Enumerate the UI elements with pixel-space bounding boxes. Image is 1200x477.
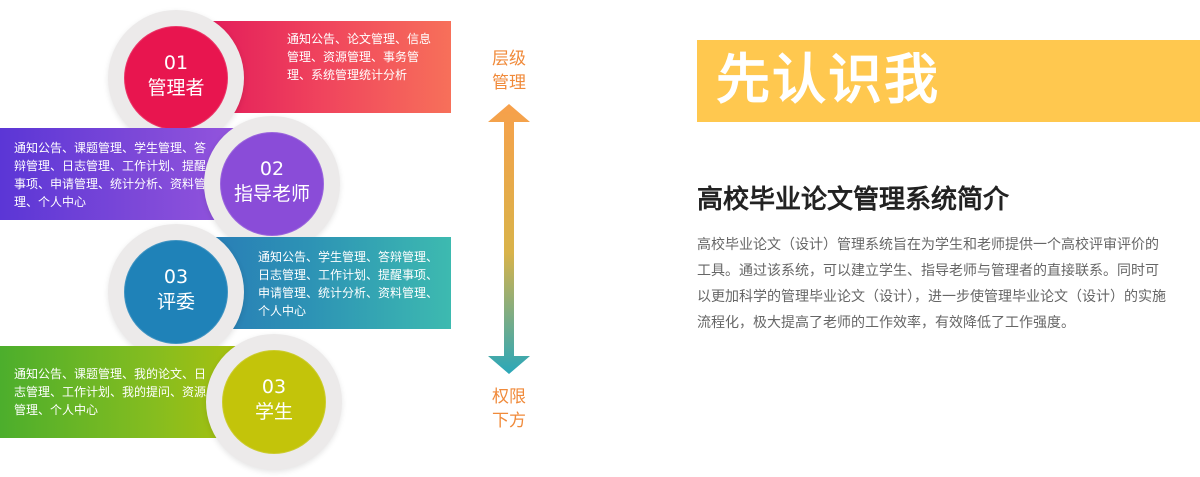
role-disc-manager: 01 管理者 bbox=[124, 26, 228, 130]
intro-banner bbox=[697, 40, 1200, 122]
role-disc-student: 03 学生 bbox=[222, 350, 326, 454]
role-circle-judge: 03 评委 bbox=[108, 224, 244, 360]
intro-title: 高校毕业论文管理系统简介 bbox=[697, 185, 1010, 215]
intro-banner-title: 先认识我 bbox=[716, 48, 940, 111]
role-functions-manager: 通知公告、论文管理、信息管理、资源管理、事务管理、系统管理统计分析 bbox=[287, 32, 432, 82]
intro-description: 高校毕业论文（设计）管理系统旨在为学生和老师提供一个高校评审评价的工具。通过该系… bbox=[697, 237, 1166, 331]
hierarchy-bottom-label: 权限下方 bbox=[492, 387, 526, 431]
role-circle-manager: 01 管理者 bbox=[108, 10, 244, 146]
role-title: 学生 bbox=[254, 401, 293, 423]
role-disc-judge: 03 评委 bbox=[124, 240, 228, 344]
role-number: 03 bbox=[261, 376, 287, 398]
hierarchy-top-label: 层级管理 bbox=[492, 49, 526, 93]
role-disc-advisor: 02 指导老师 bbox=[220, 132, 324, 236]
double-arrow-icon bbox=[488, 104, 530, 374]
role-title: 管理者 bbox=[147, 77, 205, 99]
role-number: 01 bbox=[163, 52, 189, 74]
role-functions-judge: 通知公告、学生管理、答辩管理、日志管理、工作计划、提醒事项、申请管理、统计分析、… bbox=[258, 250, 439, 318]
role-circle-advisor: 02 指导老师 bbox=[204, 116, 340, 252]
role-title: 指导老师 bbox=[233, 183, 310, 205]
role-functions-student: 通知公告、课题管理、我的论文、日志管理、工作计划、我的提问、资源管理、个人中心 bbox=[14, 367, 207, 417]
role-number: 02 bbox=[259, 158, 285, 180]
role-circle-student: 03 学生 bbox=[206, 334, 342, 470]
role-functions-advisor: 通知公告、课题管理、学生管理、答辩管理、日志管理、工作计划、提醒事项、申请管理、… bbox=[14, 141, 207, 209]
role-number: 03 bbox=[163, 266, 189, 288]
role-title: 评委 bbox=[156, 291, 195, 313]
